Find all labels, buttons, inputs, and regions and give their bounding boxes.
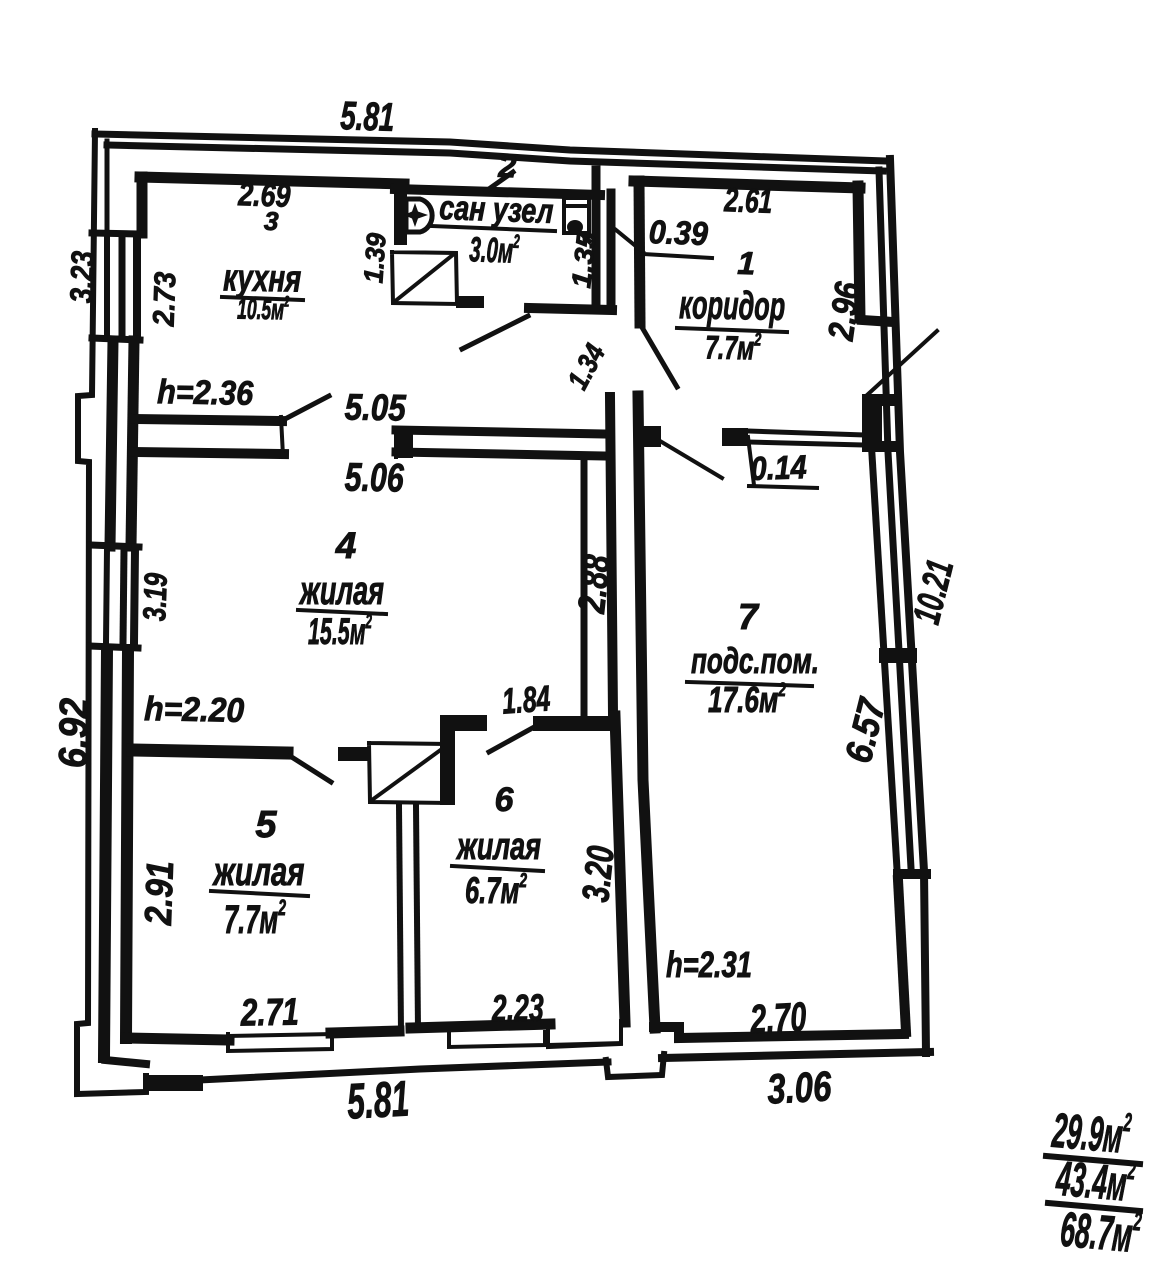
svg-text:2.73: 2.73 [148, 271, 183, 327]
svg-text:жилая: жилая [212, 850, 304, 894]
svg-text:0.39: 0.39 [648, 213, 709, 252]
svg-text:43.4м2: 43.4м2 [1054, 1149, 1137, 1213]
svg-text:29.9м2: 29.9м2 [1050, 1101, 1133, 1165]
svg-text:3.20: 3.20 [575, 844, 623, 904]
svg-text:2.70: 2.70 [748, 994, 807, 1043]
svg-text:2.69: 2.69 [237, 175, 292, 214]
svg-text:2.91: 2.91 [138, 860, 182, 926]
svg-text:жилая: жилая [456, 826, 541, 868]
svg-text:5.05: 5.05 [344, 386, 407, 428]
svg-text:2.96: 2.96 [820, 279, 869, 344]
svg-text:2: 2 [497, 148, 517, 185]
svg-text:1.35: 1.35 [566, 230, 602, 290]
svg-text:7.7м2: 7.7м2 [705, 329, 762, 367]
svg-text:2.88: 2.88 [571, 552, 619, 616]
svg-text:5.06: 5.06 [344, 455, 404, 500]
svg-text:5.81: 5.81 [340, 94, 396, 140]
svg-text:2.23: 2.23 [491, 988, 544, 1031]
svg-text:1.39: 1.39 [358, 232, 391, 284]
svg-text:2.71: 2.71 [240, 991, 300, 1034]
svg-text:15.5м2: 15.5м2 [308, 611, 372, 652]
svg-text:2.61: 2.61 [723, 181, 773, 221]
svg-text:4: 4 [335, 525, 357, 566]
svg-text:3.06: 3.06 [766, 1062, 833, 1112]
svg-text:0.14: 0.14 [750, 448, 807, 487]
svg-text:h=2.36: h=2.36 [157, 373, 255, 413]
svg-text:h=2.31: h=2.31 [666, 944, 752, 985]
svg-text:коридор: коридор [679, 283, 786, 329]
svg-text:подс.пом.: подс.пом. [691, 640, 819, 681]
svg-text:6.92: 6.92 [51, 698, 96, 769]
svg-text:7: 7 [738, 596, 760, 637]
svg-text:1.84: 1.84 [501, 677, 552, 721]
svg-text:3.23: 3.23 [63, 250, 101, 303]
svg-text:6: 6 [495, 781, 515, 819]
svg-text:5.81: 5.81 [346, 1070, 411, 1129]
svg-text:5: 5 [255, 804, 277, 846]
svg-text:кухня: кухня [223, 257, 302, 300]
svg-text:10.5м2: 10.5м2 [237, 293, 290, 327]
svg-text:сан узел: сан узел [439, 189, 554, 231]
svg-text:17.6м2: 17.6м2 [708, 679, 786, 720]
svg-text:6.7м2: 6.7м2 [465, 870, 527, 911]
svg-text:h=2.20: h=2.20 [144, 690, 245, 730]
svg-text:1: 1 [737, 245, 756, 282]
svg-text:7.7м2: 7.7м2 [224, 895, 286, 942]
svg-text:жилая: жилая [299, 569, 384, 613]
svg-text:3.0м2: 3.0м2 [469, 230, 521, 271]
svg-text:68.7м2: 68.7м2 [1058, 1200, 1143, 1264]
svg-text:3.19: 3.19 [136, 572, 174, 621]
svg-text:3: 3 [264, 206, 280, 237]
